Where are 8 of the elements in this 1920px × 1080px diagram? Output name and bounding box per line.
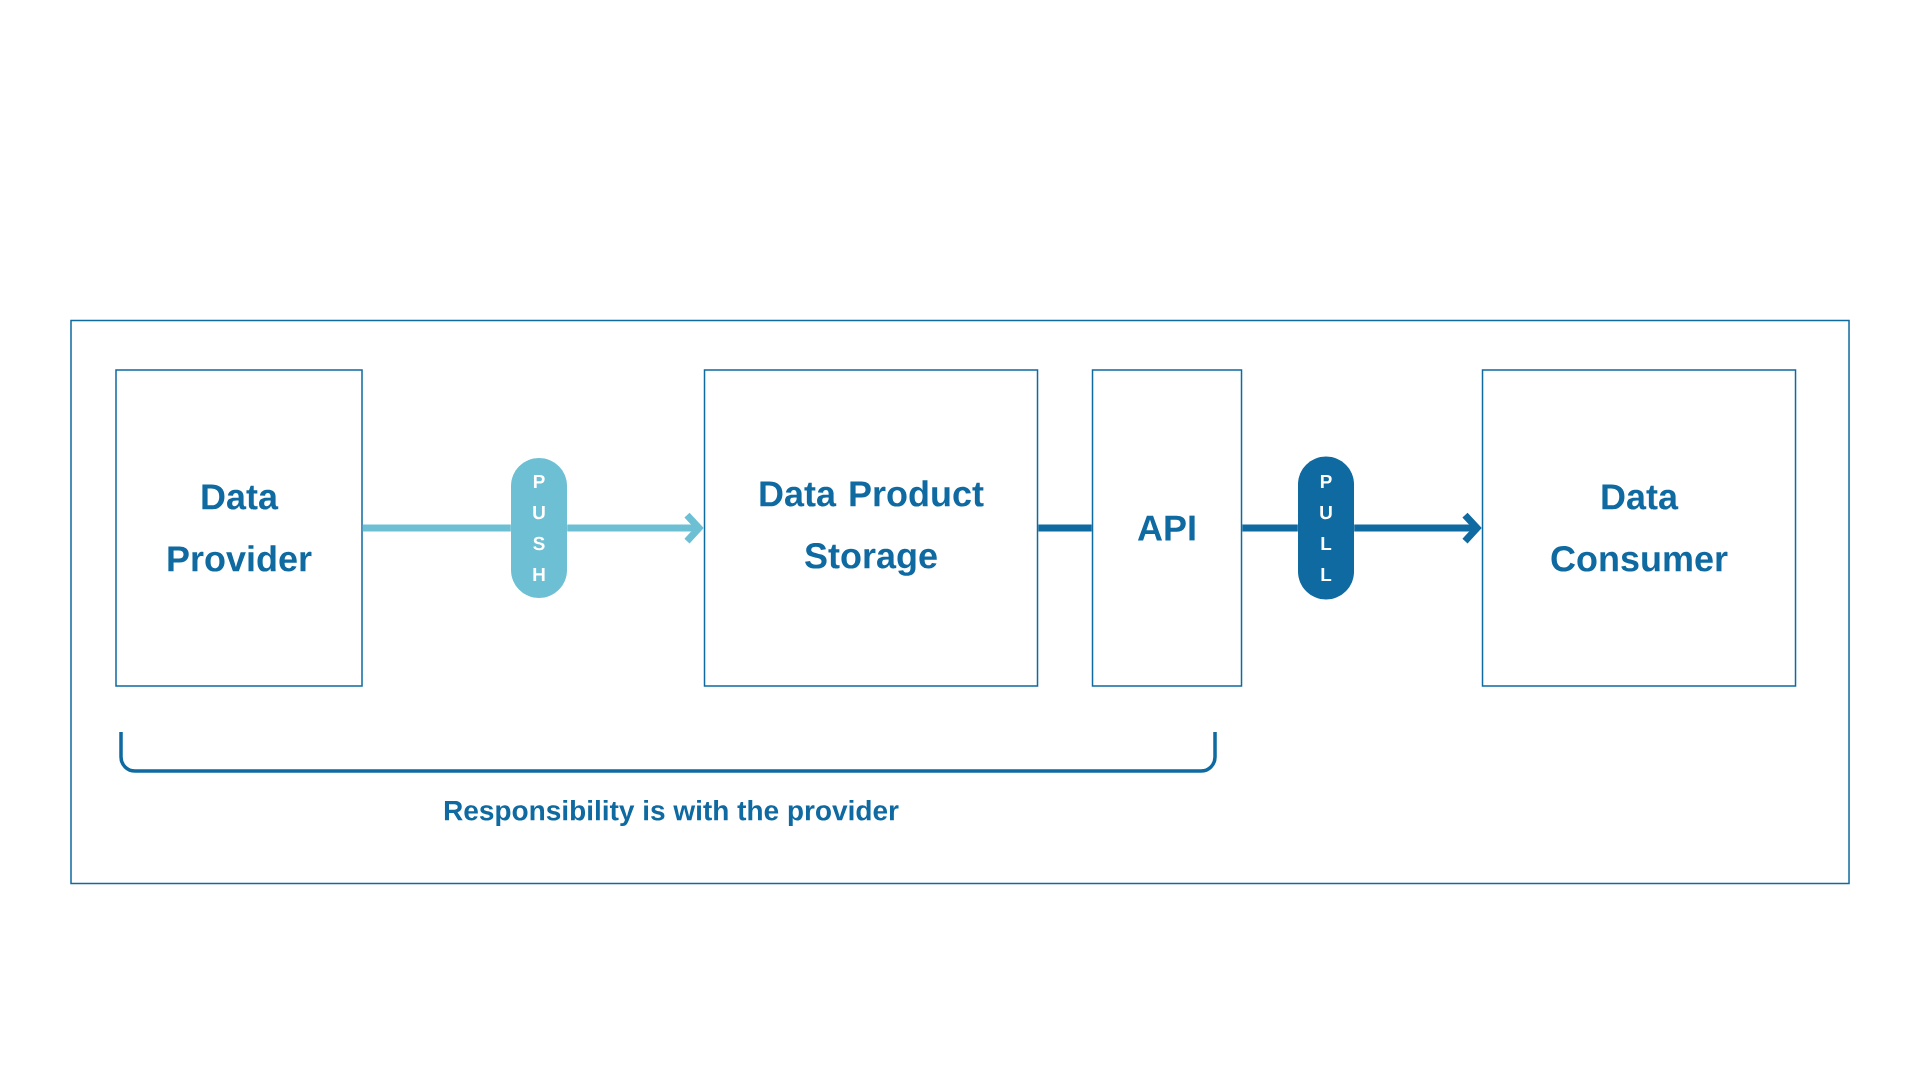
frame-box bbox=[70, 319, 1850, 885]
caption-text: Responsibility is with the provider bbox=[444, 799, 899, 827]
process-box: Data Provider bbox=[115, 369, 363, 687]
pill-label: P U L L bbox=[1298, 456, 1354, 600]
process-box: Data Product Storage bbox=[703, 369, 1039, 687]
process-box: API bbox=[1091, 369, 1243, 687]
pill-label: P U S H bbox=[511, 458, 567, 598]
process-box: Data Consumer bbox=[1481, 369, 1797, 687]
